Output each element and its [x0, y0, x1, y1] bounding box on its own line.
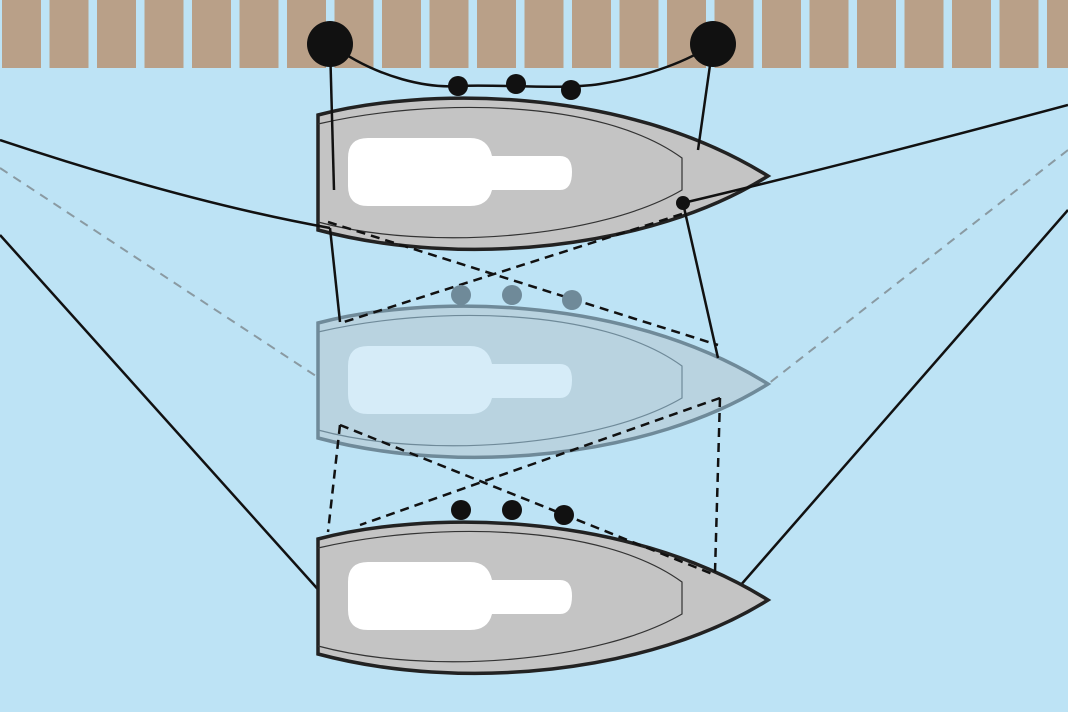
ghost-bow-line-left	[0, 167, 323, 381]
dashed-line	[339, 423, 716, 577]
dock-plank	[762, 0, 801, 68]
ghost-fender	[451, 285, 471, 305]
cabin	[348, 562, 572, 630]
fender	[448, 76, 468, 96]
dock-plank	[619, 0, 659, 68]
dashed-line	[359, 396, 721, 527]
dock-plank	[572, 0, 611, 68]
dock-plank	[49, 0, 89, 68]
transition-line	[681, 202, 720, 359]
dock-plank	[999, 0, 1039, 68]
cabin	[348, 138, 572, 206]
dock-plank	[904, 0, 944, 68]
dock-plank	[952, 0, 991, 68]
dock-plank	[524, 0, 564, 68]
dashed-line	[326, 424, 342, 533]
boat-final-position	[316, 520, 772, 676]
fender	[561, 80, 581, 100]
dock	[2, 0, 1068, 68]
dock-plank	[97, 0, 136, 68]
ghost-fender	[502, 285, 522, 305]
cabin	[348, 346, 572, 414]
dock-plank	[429, 0, 469, 68]
mooring-post-left	[307, 21, 353, 67]
dock-plank	[809, 0, 849, 68]
bottom-line-right	[711, 209, 1068, 619]
dock-plank	[857, 0, 896, 68]
fender	[554, 505, 574, 525]
boat-start-position	[316, 96, 772, 252]
dock-plank	[239, 0, 279, 68]
dock-plank	[1047, 0, 1068, 68]
dock-plank	[144, 0, 184, 68]
spring-line-left	[0, 138, 331, 230]
dashed-line	[713, 397, 722, 573]
stern-line	[328, 43, 336, 191]
ghost-fender	[562, 290, 582, 310]
fender	[506, 74, 526, 94]
dock-plank	[382, 0, 421, 68]
bottom-line-left	[0, 234, 333, 606]
dock-plank	[192, 0, 231, 68]
dock-fender-line	[329, 42, 714, 88]
fender	[451, 500, 471, 520]
dock-plank	[477, 0, 516, 68]
fender	[502, 500, 522, 520]
dock-plank	[2, 0, 41, 68]
dashed-line	[327, 220, 719, 347]
spring-line-right	[682, 103, 1068, 205]
mooring-post-right	[690, 21, 736, 67]
transition-line	[328, 227, 342, 323]
